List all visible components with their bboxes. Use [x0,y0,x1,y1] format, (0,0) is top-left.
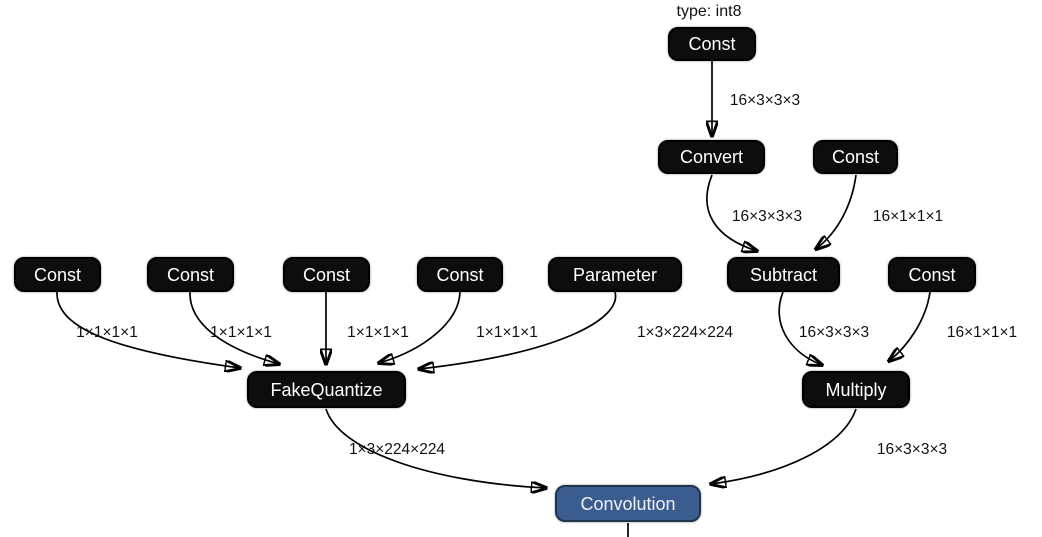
node-const-topright[interactable]: Const [813,140,898,174]
node-subtract[interactable]: Subtract [727,257,840,292]
edge-label-const-to-subtract: 16×1×1×1 [872,208,944,225]
node-fakequantize[interactable]: FakeQuantize [247,371,406,408]
edge-label-subtract-to-multiply: 16×3×3×3 [798,324,870,341]
edge-label-const3-to-fakequantize: 1×1×1×1 [347,324,409,341]
edge-label-const4-to-fakequantize: 1×1×1×1 [476,324,538,341]
edge-label-const5-to-multiply: 16×1×1×1 [946,324,1018,341]
edge-label-multiply-to-convolution: 16×3×3×3 [876,441,948,458]
node-const-3[interactable]: Const [283,257,370,292]
node-convert[interactable]: Convert [658,140,765,174]
edge-const5-to-multiply [889,291,931,361]
edge-label-convert-to-subtract: 16×3×3×3 [731,208,803,225]
node-const-5[interactable]: Const [888,257,976,292]
node-convolution[interactable]: Convolution [555,485,701,522]
node-multiply[interactable]: Multiply [802,371,910,408]
node-const-4[interactable]: Const [417,257,503,292]
edge-label-const2-to-fakequantize: 1×1×1×1 [210,324,272,341]
node-const-2[interactable]: Const [147,257,234,292]
node-const-1[interactable]: Const [14,257,101,292]
edge-label-fakequantize-to-convolution: 1×3×224×224 [348,441,446,458]
edge-consttr-to-subtract [816,174,857,249]
node-parameter[interactable]: Parameter [548,257,682,292]
edge-label-parameter-to-fakequantize: 1×3×224×224 [636,324,734,341]
type-annotation: type: int8 [676,3,742,20]
edge-label-const1-to-fakequantize: 1×1×1×1 [76,324,138,341]
node-const-top[interactable]: Const [668,27,756,61]
edge-multiply-to-convolution [711,408,857,484]
edge-label-const-top-to-convert: 16×3×3×3 [729,92,801,109]
